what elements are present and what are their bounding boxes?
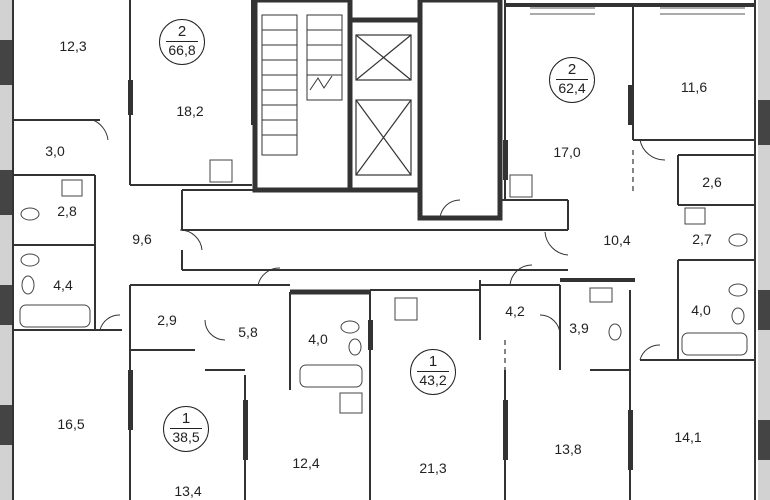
- room-area-label: 2,7: [692, 231, 712, 247]
- room-area-label: 18,2: [176, 103, 204, 119]
- apartment-rooms: 1: [181, 410, 191, 427]
- room-area-label: 11,6: [680, 79, 708, 95]
- room-area-label: 4,4: [53, 277, 73, 293]
- room-area-label: 2,6: [702, 174, 722, 190]
- apartment-badge-bottom-center: 1 43,2: [410, 349, 456, 395]
- apartment-rooms: 1: [428, 353, 438, 370]
- room-area-label: 4,0: [308, 331, 328, 347]
- elevators: [355, 34, 412, 176]
- room-area-label: 2,9: [157, 312, 177, 328]
- apartment-badge-bottom-left: 1 38,5: [163, 406, 209, 452]
- walls: [12, 0, 756, 500]
- room-area-label: 9,6: [132, 231, 152, 247]
- apartment-rooms: 2: [567, 61, 577, 78]
- apartment-rooms: 2: [177, 23, 187, 40]
- apartment-badge-top-left: 2 66,8: [159, 19, 205, 65]
- room-area-label: 16,5: [57, 416, 85, 432]
- bathroom-fixtures: [19, 159, 748, 414]
- room-area-label: 3,9: [569, 320, 589, 336]
- apartment-badge-top-right: 2 62,4: [549, 57, 595, 103]
- room-area-label: 14,1: [674, 429, 702, 445]
- room-area-label: 12,4: [292, 455, 320, 471]
- room-area-label: 5,8: [238, 324, 258, 340]
- windows: [530, 7, 745, 15]
- wall-thick-segments: [128, 80, 633, 470]
- room-area-label: 13,8: [554, 441, 582, 457]
- room-area-label: 12,3: [59, 38, 87, 54]
- room-area-label: 4,2: [505, 303, 525, 319]
- room-area-label: 21,3: [419, 460, 447, 476]
- room-area-label: 10,4: [603, 232, 631, 248]
- room-area-label: 3,0: [45, 143, 65, 159]
- apartment-area: 38,5: [172, 429, 200, 445]
- partition-dashes: [129, 118, 634, 370]
- apartment-area: 62,4: [558, 80, 586, 96]
- doors: [92, 119, 666, 361]
- room-area-label: 13,4: [174, 483, 202, 499]
- apartment-area: 43,2: [419, 372, 447, 388]
- apartment-area: 66,8: [168, 42, 196, 58]
- room-area-label: 17,0: [553, 144, 581, 160]
- room-area-label: 4,0: [691, 302, 711, 318]
- staircase: [261, 14, 343, 156]
- room-area-label: 2,8: [57, 203, 77, 219]
